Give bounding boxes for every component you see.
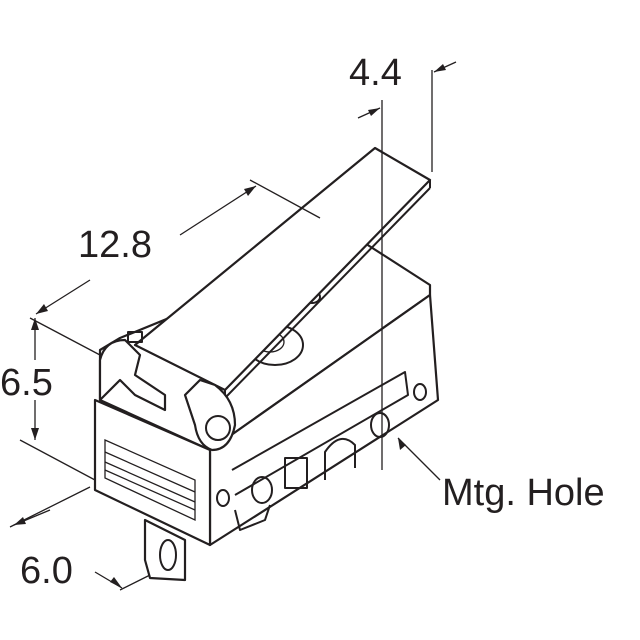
dimension-lines bbox=[9, 61, 457, 591]
dimension-height: 6.5 bbox=[0, 362, 53, 404]
mounting-hole bbox=[370, 412, 390, 438]
bottom-foot bbox=[234, 504, 271, 531]
terminal-slot bbox=[284, 457, 308, 489]
hinge-left bbox=[98, 338, 167, 412]
mounting-hole bbox=[251, 476, 273, 504]
front-slots bbox=[104, 438, 196, 522]
dimension-width: 6.0 bbox=[20, 550, 73, 592]
mounting-hole bbox=[413, 383, 427, 401]
hinge-tab bbox=[127, 331, 143, 343]
terminal-slot bbox=[324, 437, 356, 480]
mounting-hole bbox=[216, 489, 230, 507]
hinge-pin bbox=[205, 415, 231, 441]
side-rail bbox=[231, 371, 409, 496]
lever-edge bbox=[224, 187, 431, 399]
dimension-lever-thickness: 4.4 bbox=[349, 52, 402, 94]
hinge-right bbox=[183, 378, 237, 452]
mounting-hole-callout: Mtg. Hole bbox=[442, 472, 605, 514]
dimension-lever-length: 12.8 bbox=[78, 224, 152, 266]
terminal-hole bbox=[159, 539, 177, 571]
arrowheads bbox=[14, 64, 446, 588]
